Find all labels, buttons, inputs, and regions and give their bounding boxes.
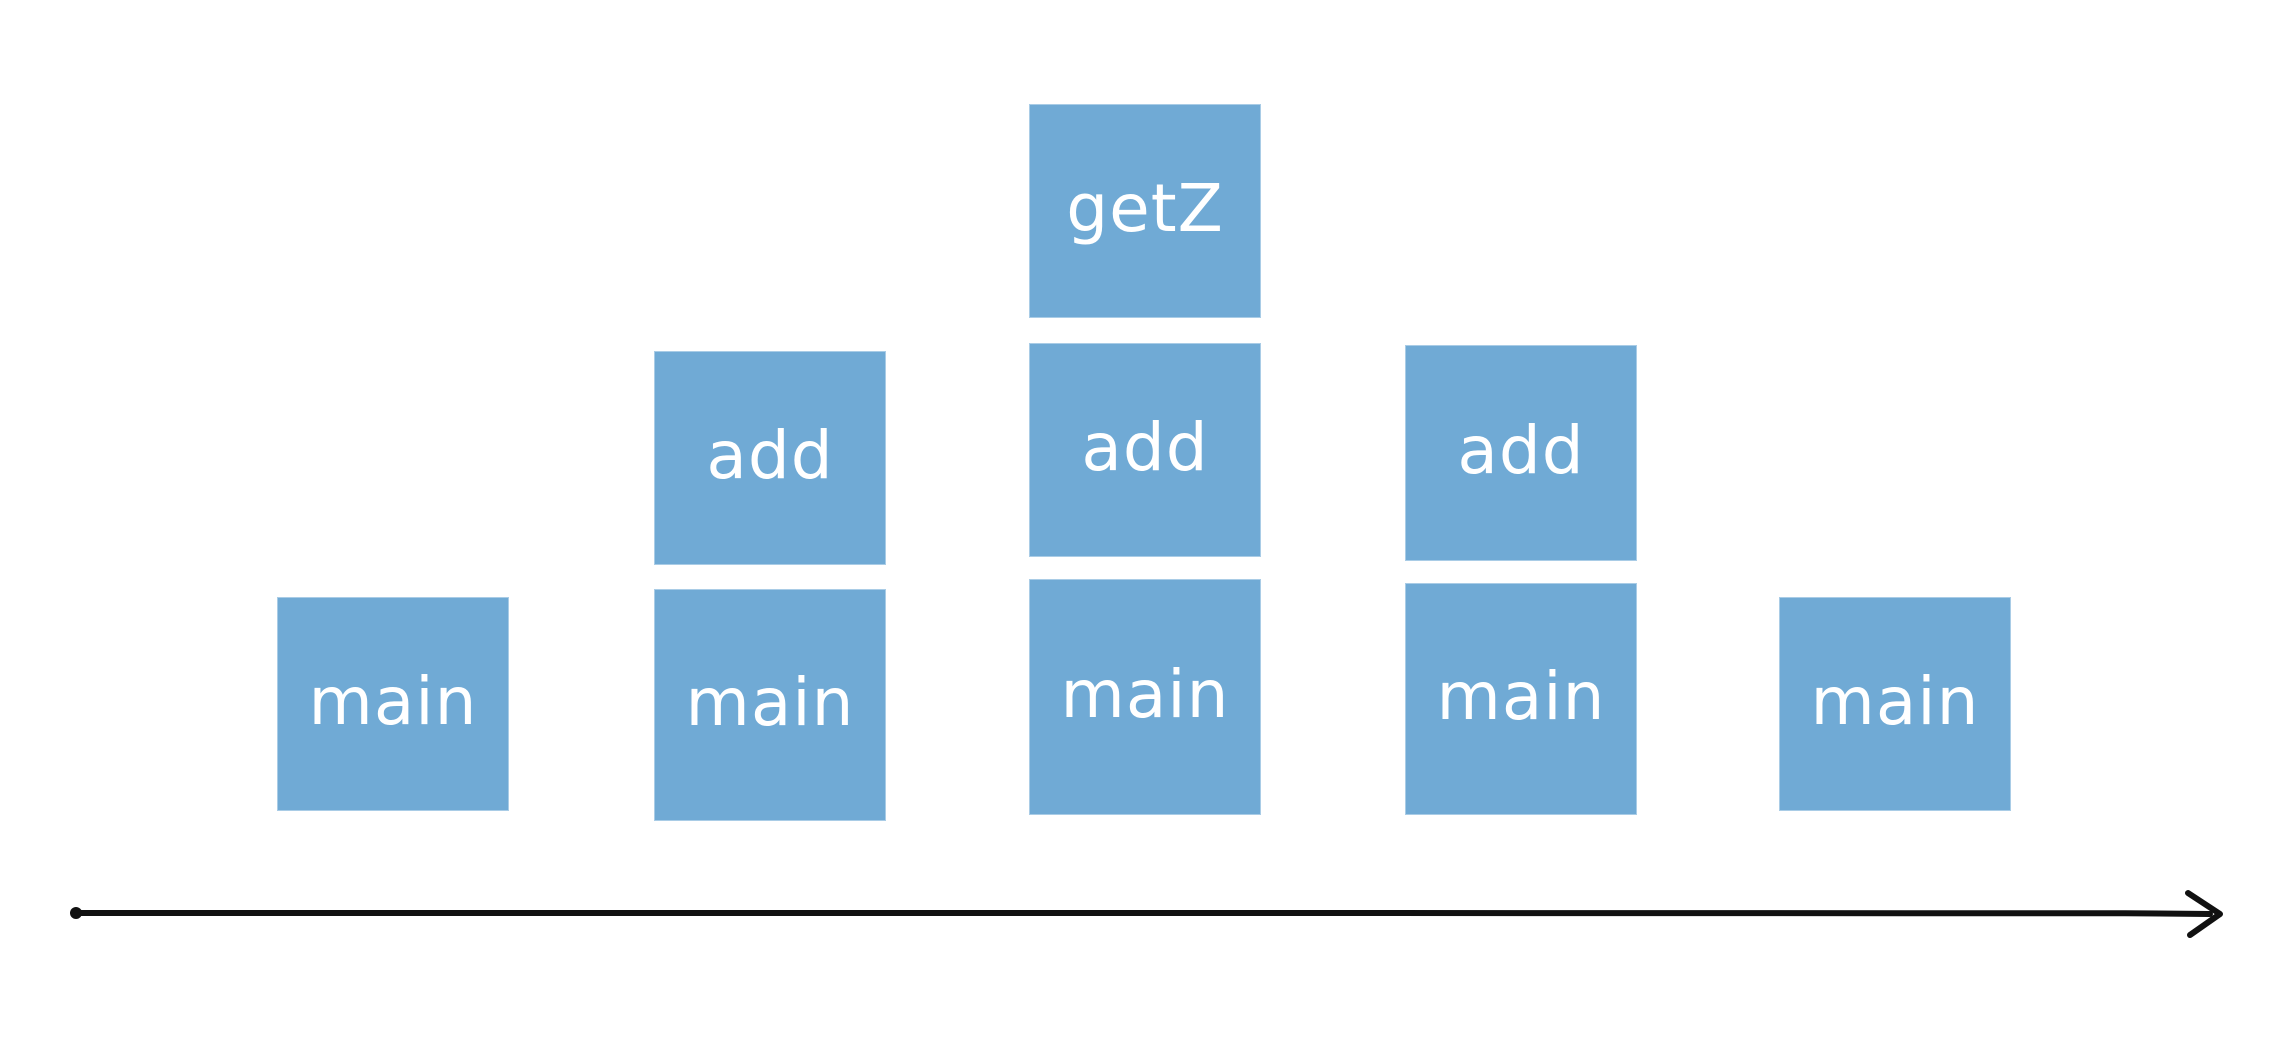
- timeline-start-dot: [70, 907, 82, 919]
- stack-3-frame-getz: getZ: [1030, 105, 1260, 317]
- timeline-line: [71, 908, 2213, 917]
- arrowhead-icon: [2185, 890, 2223, 938]
- stack-2-frame-main: main: [655, 590, 885, 820]
- stack-5-frame-main: main: [1780, 598, 2010, 810]
- frame-label: main: [308, 663, 478, 740]
- frame-label: main: [685, 664, 855, 741]
- stack-3-frame-main: main: [1030, 580, 1260, 814]
- frame-label: main: [1810, 663, 1980, 740]
- stack-4-frame-add: add: [1406, 346, 1636, 560]
- stack-3-frame-add: add: [1030, 344, 1260, 556]
- frame-label: add: [706, 417, 834, 494]
- stack-4-frame-main: main: [1406, 584, 1636, 814]
- frame-label: main: [1060, 656, 1230, 733]
- frame-label: main: [1436, 658, 1606, 735]
- frame-label: add: [1457, 412, 1585, 489]
- stack-2-frame-add: add: [655, 352, 885, 564]
- frame-label: add: [1081, 409, 1209, 486]
- stack-1-frame-main: main: [278, 598, 508, 810]
- frame-label: getZ: [1066, 170, 1224, 247]
